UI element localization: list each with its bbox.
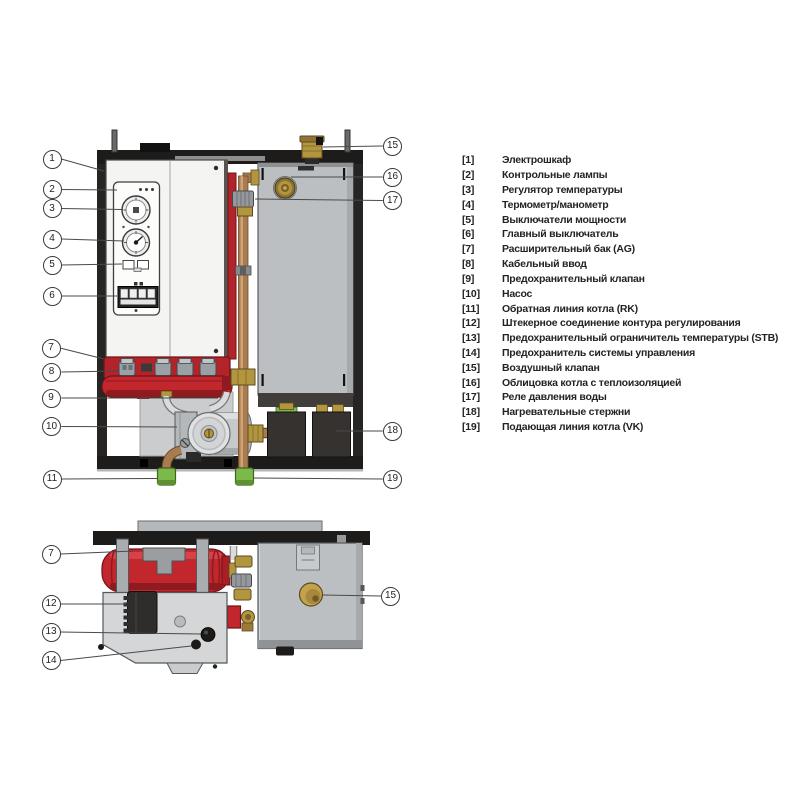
parts-legend: [1]Электрошкаф [2]Контрольные лампы [3]Р…	[462, 153, 798, 434]
return-line-connection	[156, 467, 177, 486]
callout-top-14: 14	[41, 651, 61, 670]
front-view	[59, 129, 383, 486]
legend-item-7: [7]Расширительный бак (AG)	[462, 243, 635, 256]
callout-front-11: 11	[42, 469, 62, 489]
legend-item-11: [11]Обратная линия котла (RK)	[462, 302, 638, 315]
casing-brass-port	[273, 176, 297, 200]
front-leader-lines	[59, 145, 383, 480]
heating-rods	[267, 402, 351, 458]
stb-limiter-knob	[200, 627, 216, 642]
supply-line-connection	[234, 467, 255, 486]
top-frame	[93, 520, 370, 545]
thermometer-manometer-gauge	[121, 228, 151, 257]
callout-front-6: 6	[42, 286, 62, 306]
temperature-regulator-dial	[121, 195, 151, 225]
callout-front-3: 3	[42, 199, 62, 218]
power-switches	[122, 260, 149, 272]
legend-item-12: [12]Штекерное соединение контура регулир…	[462, 317, 741, 330]
callout-front-7: 7	[41, 338, 61, 358]
legend-item-3: [3]Регулятор температуры	[462, 184, 623, 197]
legend-item-16: [16]Облицовка котла с теплоизоляцией	[462, 376, 682, 389]
legend-item-18: [18]Нагревательные стержни	[462, 406, 631, 419]
legend-item-19: [19]Подающая линия котла (VK)	[462, 421, 644, 434]
copper-return-elbow	[161, 445, 183, 473]
callout-front-17: 17	[383, 191, 402, 210]
water-pressure-switch	[232, 190, 254, 217]
air-valve	[299, 135, 325, 164]
callout-top-7: 7	[41, 544, 61, 564]
valve-fittings-cluster	[226, 546, 255, 632]
callout-front-1: 1	[42, 149, 62, 169]
callout-front-19: 19	[383, 469, 402, 489]
expansion-tank	[101, 356, 233, 399]
callout-front-8: 8	[42, 362, 61, 382]
top-view	[60, 520, 382, 674]
legend-item-14: [14]Предохранитель системы управления	[462, 346, 695, 359]
legend-item-13: [13]Предохранительный ограничитель темпе…	[462, 332, 779, 345]
control-panel	[112, 181, 161, 316]
legend-item-4: [4]Термометр/манометр	[462, 198, 609, 211]
control-box-top	[98, 591, 228, 674]
boiler-casing-top	[257, 542, 365, 656]
legend-item-15: [15]Воздушный клапан	[462, 361, 600, 374]
callout-front-16: 16	[383, 167, 402, 187]
legend-item-2: [2]Контрольные лампы	[462, 169, 608, 182]
callout-top-15: 15	[381, 586, 400, 606]
callout-front-5: 5	[42, 255, 62, 275]
legend-item-9: [9]Предохранительный клапан	[462, 272, 645, 285]
callout-top-13: 13	[41, 622, 61, 642]
legend-item-17: [17]Реле давления воды	[462, 391, 607, 404]
callout-front-18: 18	[383, 421, 402, 441]
cable-glands	[118, 358, 217, 376]
callout-front-4: 4	[42, 229, 62, 249]
callout-front-15: 15	[383, 136, 402, 156]
callout-front-2: 2	[42, 180, 62, 199]
legend-item-8: [8]Кабельный ввод	[462, 258, 587, 271]
legend-item-1: [1]Электрошкаф	[462, 154, 572, 167]
callout-front-10: 10	[42, 417, 61, 436]
regulation-plug-connector	[123, 591, 158, 634]
callout-top-12: 12	[41, 594, 61, 614]
top-leader-lines	[60, 550, 382, 661]
main-switch	[117, 286, 159, 308]
control-fuse	[191, 639, 201, 650]
air-valve-top	[298, 582, 324, 607]
boiler-casing	[257, 162, 354, 407]
legend-item-5: [5]Выключатели мощности	[462, 213, 627, 226]
indicator-lamps	[139, 188, 154, 191]
legend-item-6: [6]Главный выключатель	[462, 228, 619, 241]
callout-front-9: 9	[41, 388, 61, 408]
legend-item-10: [10]Насос	[462, 287, 533, 300]
